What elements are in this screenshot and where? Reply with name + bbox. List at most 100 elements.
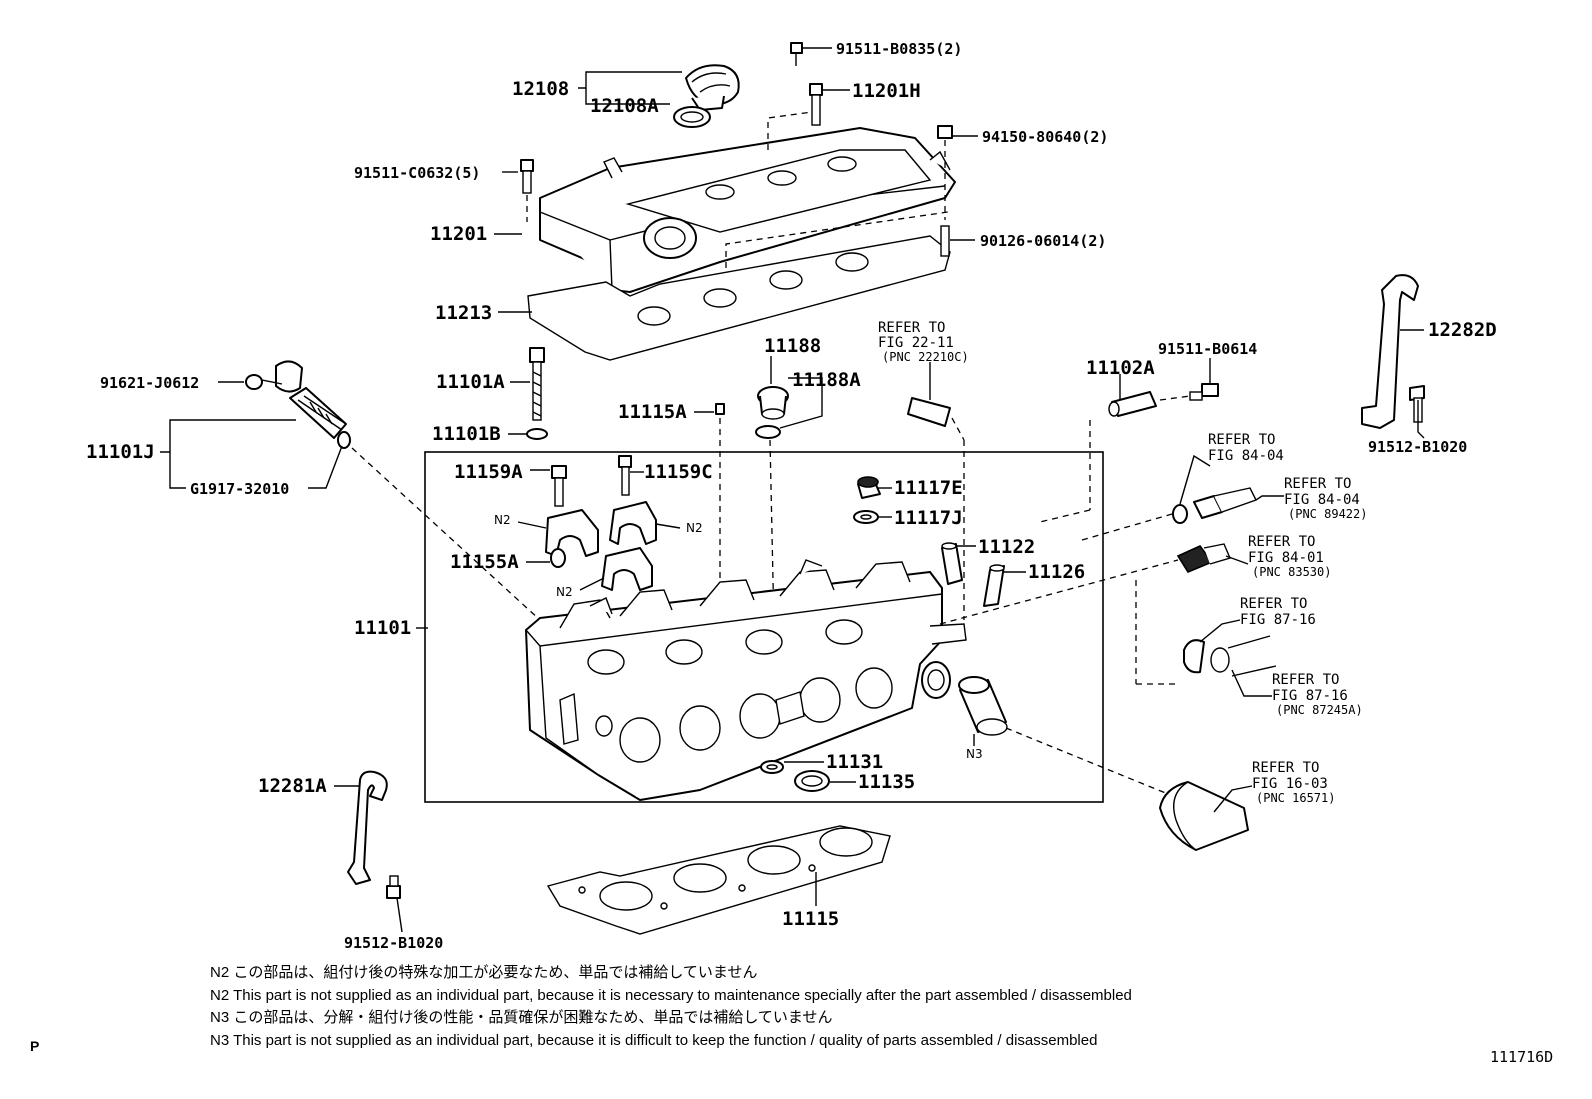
label-11201h: 11201H [852,80,921,102]
ref-87-16-b-line3: (PNC 87245A) [1276,703,1363,717]
label-11117j: 11117J [894,507,963,529]
ref-22-11-line1: REFER TO [878,320,945,336]
note-tags: N2 N2 N2 N3 [494,513,983,761]
label-12281a: 12281A [258,775,327,797]
note-n3-japanese: N3 この部品は、分解・組付け後の性能・品質確保が困難なため、単品では補給してい… [210,1009,833,1026]
label-11122: 11122 [978,536,1035,558]
leader-lines [160,47,1425,933]
sensor-ref-84-04-drawing [1081,487,1257,541]
gasket-11131-drawing [760,760,784,774]
ref-87-16-b-line1: REFER TO [1272,672,1339,688]
note-n2-japanese: N2 この部品は、組付け後の特殊な加工が必要なため、単品では補給していません [210,964,758,981]
label-12282d: 12282D [1428,319,1497,341]
ref-22-11-line2: FIG 22-11 [878,335,954,351]
ref-84-04-a-line1: REFER TO [1208,432,1275,448]
label-11201: 11201 [430,223,487,245]
ref-84-04-b-line3: (PNC 89422) [1288,507,1367,521]
ref-84-01-line2: FIG 84-01 [1248,550,1324,566]
pin-11126-drawing [983,564,1005,607]
footnotes: N2 この部品は、組付け後の特殊な加工が必要なため、単品では補給していません N… [210,962,1490,1052]
label-11159c: 11159C [644,461,713,483]
reference-labels: REFER TO FIG 22-11 (PNC 22210C) REFER TO… [878,320,1367,805]
label-g1917-32010: G1917-32010 [190,480,289,498]
label-11213: 11213 [435,302,492,324]
plug-11117e-drawing [853,476,881,524]
label-11101b: 11101B [432,423,501,445]
label-94150-80640: 94150-80640(2) [982,128,1108,146]
label-11117e: 11117E [894,477,963,499]
label-11188: 11188 [764,335,821,357]
ref-84-04-b-line2: FIG 84-04 [1284,492,1360,508]
label-11115a: 11115A [618,401,687,423]
label-11135: 11135 [858,771,915,793]
label-11131: 11131 [826,751,883,773]
ref-16-03-line3: (PNC 16571) [1256,791,1335,805]
label-11101a: 11101A [436,371,505,393]
label-11155a: 11155A [450,551,519,573]
ref-87-16-b-line2: FIG 87-16 [1272,688,1348,704]
valve-cover-gasket-drawing [527,235,951,361]
drawing-id: 111716D [1490,1048,1554,1066]
label-90126-06014: 90126-06014(2) [980,232,1106,250]
cylinder-head-frame [424,451,1104,803]
label-11188a: 11188A [792,369,861,391]
tag-n2-a: N2 [494,513,511,527]
label-91511-b0614: 91511-B0614 [1158,340,1257,358]
label-12108: 12108 [512,78,569,100]
oil-control-valve-drawing [245,360,541,621]
note-n3-english: N3 This part is not supplied as an indiv… [210,1031,1098,1049]
pin-11115a-drawing [715,403,725,596]
bolt-11201h-drawing [809,83,823,126]
label-91621-j0612: 91621-J0612 [100,374,199,392]
tag-n2-c: N2 [556,585,573,599]
label-91512-b1020-left: 91512-B1020 [344,934,443,952]
stud-90126-06014-drawing [940,225,950,257]
bracket-12281a-drawing [347,770,401,899]
label-91511-b0835: 91511-B0835(2) [836,40,962,58]
ref-16-03-line1: REFER TO [1252,760,1319,776]
oil-filler-cap-drawing [673,64,740,128]
ref-84-01-line3: (PNC 83530) [1252,565,1331,579]
corner-mark: P [30,1038,40,1054]
ref-84-04-b-line1: REFER TO [1284,476,1351,492]
cylinder-head-drawing [525,559,967,801]
note-n2-english: N2 This part is not supplied as an indiv… [210,986,1132,1004]
head-gasket-drawing [546,825,891,935]
camshaft-caps-drawing [545,455,657,591]
label-11101: 11101 [354,617,411,639]
pipe-ref-22-11-drawing [907,362,965,620]
part-number-labels: 12108 12108A 91511-B0835(2) 11201H 94150… [86,40,1497,952]
label-11115: 11115 [782,908,839,930]
sensor-11102a-drawing [1039,383,1219,523]
ref-87-16-a-line2: FIG 87-16 [1240,612,1316,628]
ref-84-04-a-line2: FIG 84-04 [1208,448,1284,464]
bracket-12282d-drawing [1361,274,1425,429]
tag-n3: N3 [966,747,983,761]
ref-22-11-line3: (PNC 22210C) [882,350,969,364]
ref-16-03-line2: FIG 16-03 [1252,776,1328,792]
nut-94150-80640-drawing [937,125,953,220]
ref-84-01-line1: REFER TO [1248,534,1315,550]
valve-cover-drawing [539,111,956,293]
seal-11135-drawing [794,770,830,792]
tube-n3-drawing [958,676,1169,795]
bolt-91511-c0632-drawing [520,159,534,222]
label-11102a: 11102A [1086,357,1155,379]
ref-87-16-a-line1: REFER TO [1240,596,1307,612]
label-12108a: 12108A [590,95,659,117]
label-91512-b1020-right: 91512-B1020 [1368,438,1467,456]
label-11126: 11126 [1028,561,1085,583]
pin-11122-drawing [941,542,963,585]
plug-11188-drawing [755,386,789,721]
label-11101j: 11101J [86,441,155,463]
head-bolt-drawing [526,347,548,440]
tag-n2-b: N2 [686,521,703,535]
sensor-ref-84-01-drawing [939,543,1231,625]
pipe-ref-16-03-drawing [1159,781,1249,851]
label-11159a: 11159A [454,461,523,483]
bolt-91511-b0835-drawing [790,42,803,66]
label-91511-c0632: 91511-C0632(5) [354,164,480,182]
hose-ref-87-16-drawing [1135,580,1277,685]
